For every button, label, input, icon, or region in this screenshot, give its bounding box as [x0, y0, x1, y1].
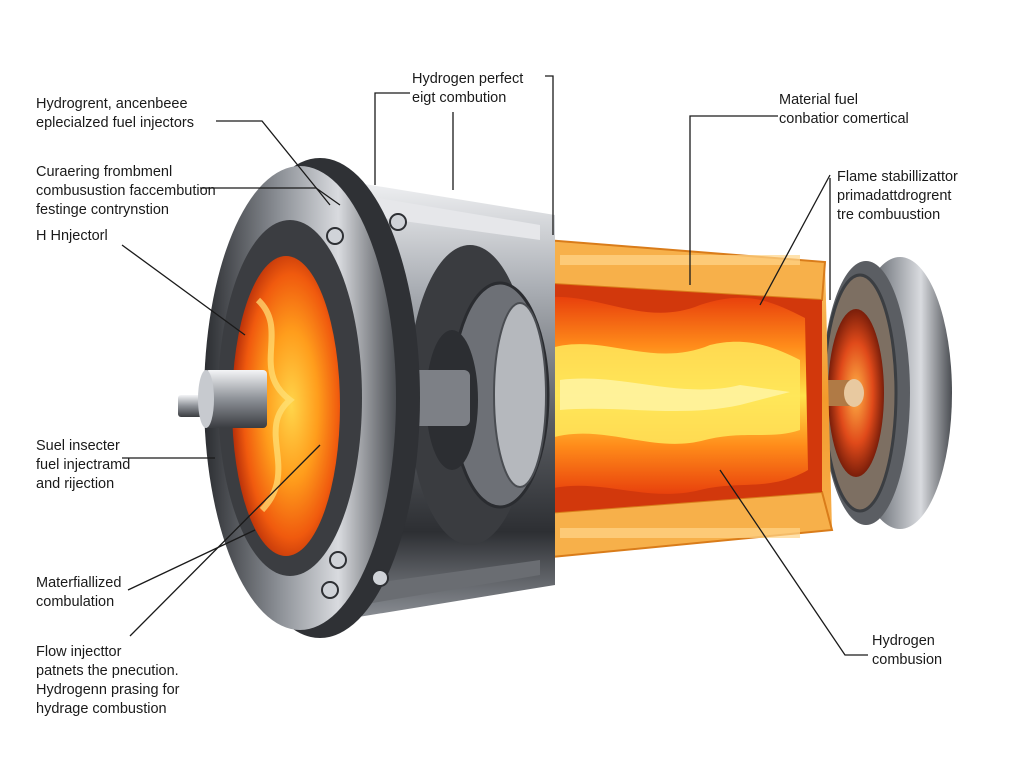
leader-line: [374, 92, 410, 185]
bolt-icon: [326, 227, 344, 245]
leader-line: [689, 115, 778, 285]
leader-line: [759, 174, 831, 306]
bolt-icon: [389, 213, 407, 231]
bolt-icon: [371, 569, 389, 587]
label-h-injector: H Hnjectorl: [36, 228, 108, 244]
input-shaft: [178, 370, 267, 428]
leader-line: [719, 469, 868, 656]
flange-bolts: [321, 213, 407, 599]
leader-line: [200, 187, 341, 206]
bolt-icon: [329, 551, 347, 569]
front-flange: [204, 158, 420, 638]
bolt-icon: [321, 581, 339, 599]
leader-line: [545, 75, 554, 235]
leader-line: [121, 244, 246, 336]
combustion-flame: [530, 296, 808, 495]
leader-line: [129, 444, 321, 637]
leader-line: [127, 529, 256, 591]
leader-line: [216, 120, 331, 206]
leader-lines: [121, 75, 868, 656]
